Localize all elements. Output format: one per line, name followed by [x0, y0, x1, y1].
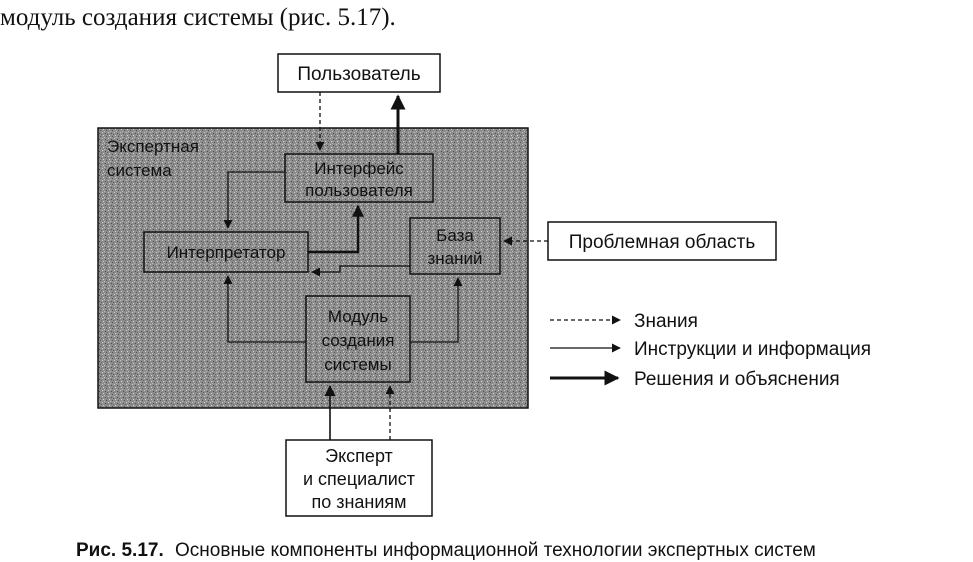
- ui-box: [284, 153, 434, 203]
- user-box: [277, 53, 441, 93]
- legend-label-knowledge: Знания: [634, 311, 698, 332]
- kb-box-line1: База: [436, 226, 474, 245]
- expert-box-line2: и специалист: [303, 469, 415, 489]
- kb-box-line2: знаний: [427, 249, 482, 268]
- interpreter-box-label: Интерпретатор: [167, 243, 286, 262]
- problem-area-label: Проблемная область: [569, 232, 756, 253]
- arrow-builder-to-kb: [410, 277, 463, 343]
- expert-box: [285, 439, 433, 517]
- problem-area-box: [547, 221, 777, 261]
- knowledge-base-box: [409, 217, 501, 275]
- arrow-builder-to-interpreter: [223, 275, 306, 343]
- ui-box-line1: Интерфейс: [314, 159, 404, 178]
- builder-box-line2: создания: [322, 331, 395, 350]
- legend: Знания Инструкции и информация Решения и…: [550, 311, 871, 390]
- user-box-label: Пользователь: [297, 64, 420, 85]
- expert-box-line1: Эксперт: [325, 446, 393, 466]
- container-label-line2: система: [107, 161, 172, 180]
- arrow-ui-to-interpreter: [223, 171, 285, 229]
- container-label-line1: Экспертная: [107, 137, 199, 156]
- caption-text: Основные компоненты информационной техно…: [175, 540, 816, 561]
- builder-box-line1: Модуль: [328, 307, 388, 326]
- caption-prefix: Рис. 5.17.: [76, 540, 164, 561]
- arrow-kb-to-interpreter: [311, 265, 410, 277]
- expert-box-line3: по знаниям: [311, 492, 406, 512]
- legend-label-decisions: Решения и объяснения: [634, 369, 840, 390]
- builder-box-line3: системы: [324, 355, 391, 374]
- builder-box: [305, 295, 411, 383]
- legend-label-instructions: Инструкции и информация: [634, 339, 871, 360]
- figure-caption: Рис. 5.17. Основные компоненты информаци…: [76, 540, 816, 561]
- ui-box-line2: пользователя: [305, 181, 413, 200]
- intro-text: модуль создания системы (рис. 5.17).: [0, 4, 396, 31]
- arrow-interpreter-to-ui: [308, 204, 364, 254]
